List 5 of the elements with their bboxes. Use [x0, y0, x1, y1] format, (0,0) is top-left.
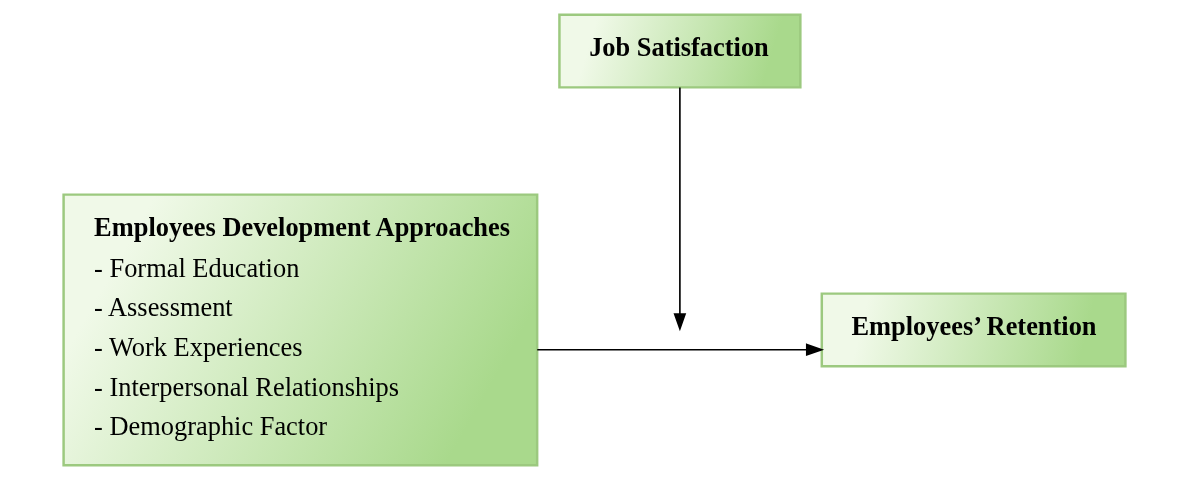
arrow: [673, 86, 687, 332]
node-box: Job Satisfaction: [558, 13, 802, 89]
node-box: Employees’ Retention: [820, 292, 1127, 368]
node-box: Employees Development Approaches - Formal Education - Assessment - Work Experiences - Interpersonal Relationships - Demographic Factor: [62, 193, 539, 467]
arrow: [536, 343, 825, 357]
